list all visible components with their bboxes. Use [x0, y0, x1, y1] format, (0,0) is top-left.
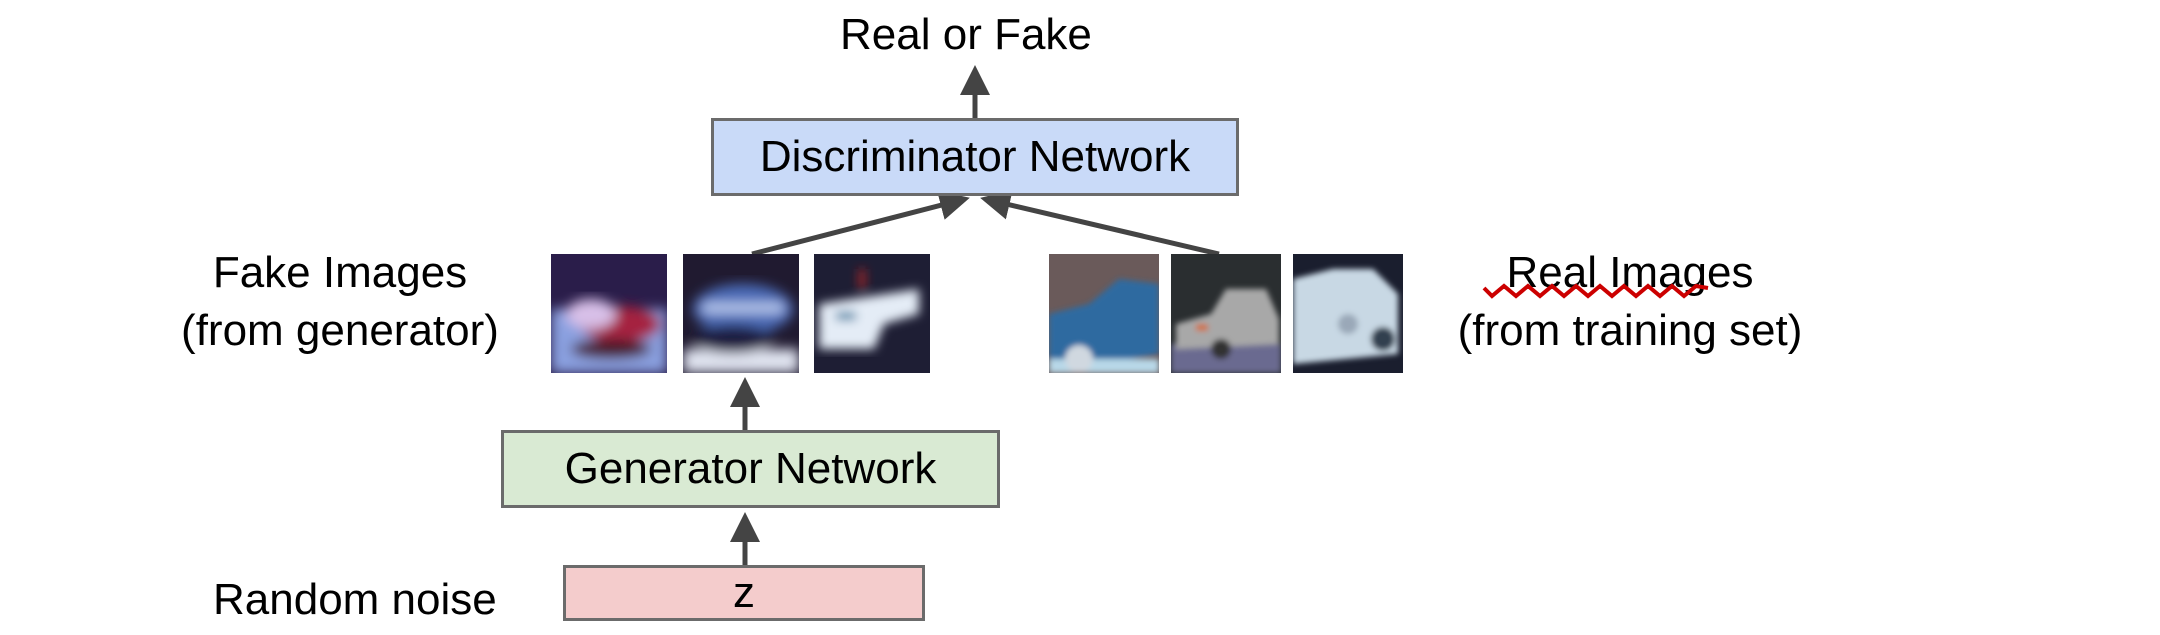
fake-image-1	[551, 254, 667, 373]
discriminator-network-box: Discriminator Network	[711, 118, 1239, 196]
output-label: Real or Fake	[840, 10, 1092, 59]
arrow-fake-to-disc	[751, 190, 970, 257]
z-input-box: z	[563, 565, 925, 621]
generator-label: Generator Network	[564, 444, 937, 493]
real-image-3	[1293, 254, 1403, 373]
fake-images-subtitle: (from generator)	[181, 306, 499, 355]
z-label: z	[733, 568, 755, 617]
random-noise-label: Random noise	[213, 575, 497, 624]
fake-image-3	[814, 254, 930, 373]
fake-images-label: Fake Images (from generator)	[150, 244, 530, 360]
real-image-2	[1171, 254, 1281, 373]
discriminator-label: Discriminator Network	[759, 132, 1191, 181]
fake-images-title: Fake Images	[212, 248, 468, 297]
fake-image-2	[683, 254, 799, 373]
arrow-real-to-disc	[980, 190, 1220, 257]
generator-network-box: Generator Network	[501, 430, 1000, 508]
spellcheck-underline	[1482, 283, 1709, 299]
real-image-1	[1049, 254, 1159, 373]
real-images-subtitle: (from training set)	[1457, 306, 1803, 355]
